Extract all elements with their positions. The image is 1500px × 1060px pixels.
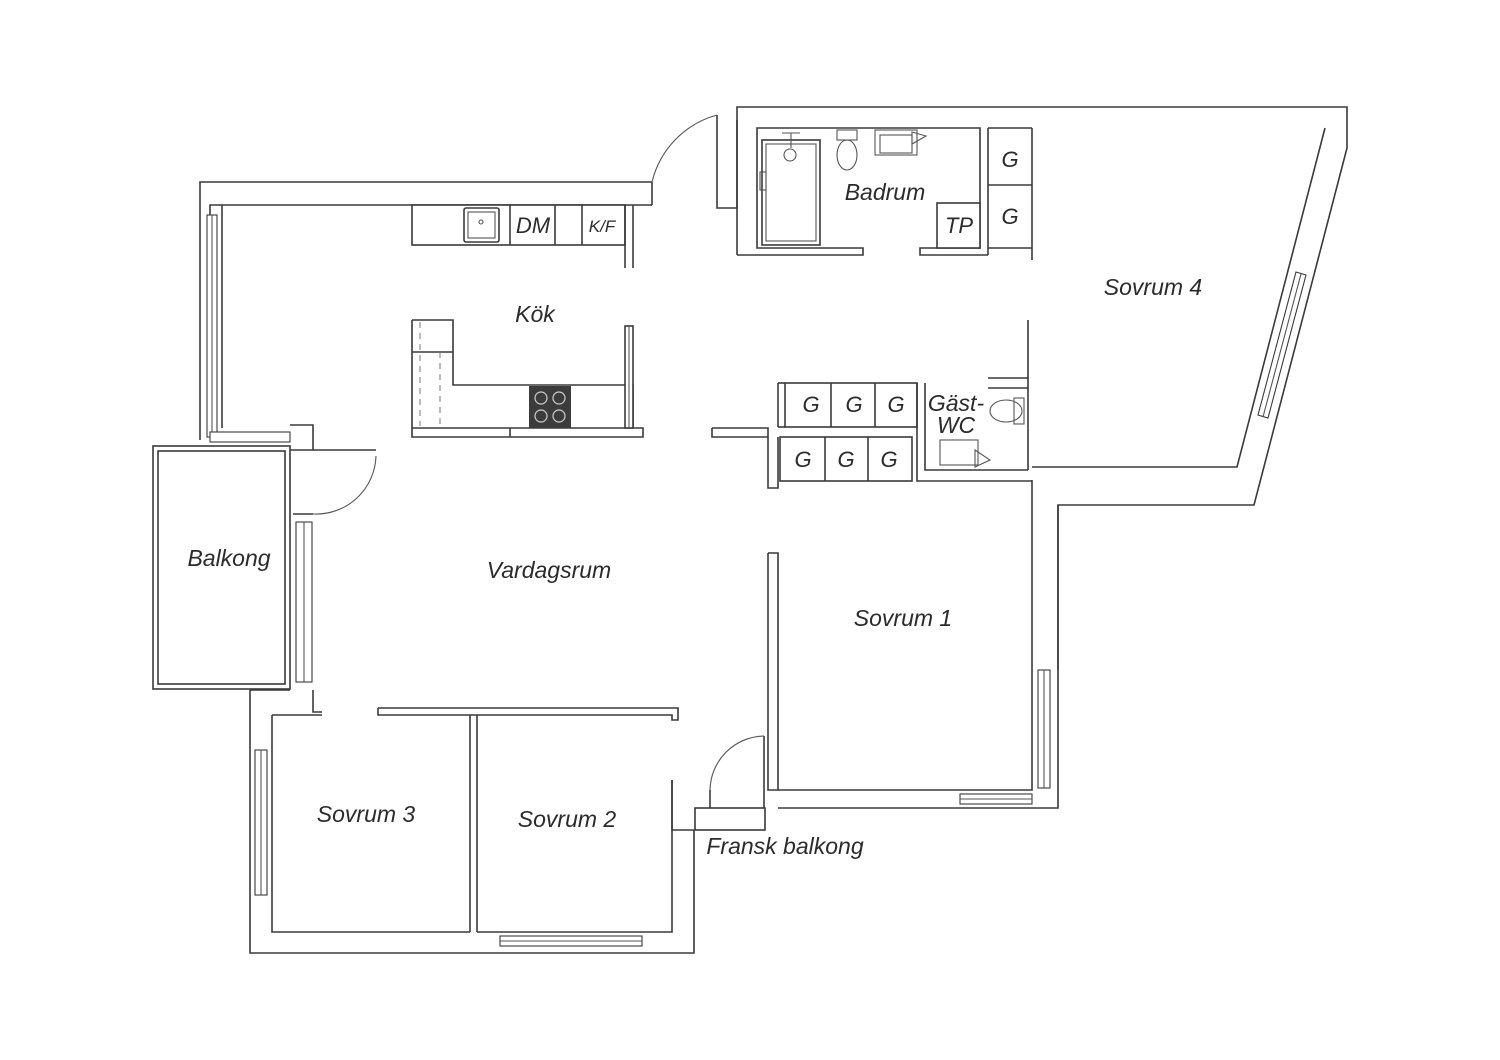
- room-label-vardagsrum: Vardagsrum: [487, 557, 611, 583]
- toilet-icon: [836, 129, 858, 171]
- kitchen-counter: [411, 204, 634, 268]
- guest-wc-walls: [916, 320, 1032, 482]
- room-label-sovrum-2: Sovrum 2: [518, 806, 617, 832]
- sink-icon: [874, 129, 928, 156]
- label-closet: G: [794, 447, 811, 472]
- label-closet: G: [1001, 147, 1018, 172]
- label-closet: G: [802, 392, 819, 417]
- label-closet: G: [845, 392, 862, 417]
- room-labels: Badrum Kök Sovrum 4 Gäst- WC Vardagsrum …: [187, 179, 1202, 859]
- room-label-sovrum-3: Sovrum 3: [317, 801, 416, 827]
- label-closet: G: [887, 392, 904, 417]
- label-closet: G: [880, 447, 897, 472]
- fixture-labels: DM K/F TP G G G G G G G G: [516, 147, 1019, 472]
- balcony: [152, 445, 291, 690]
- shower-icon: [759, 132, 821, 246]
- room-label-badrum: Badrum: [845, 179, 926, 205]
- label-closet: G: [837, 447, 854, 472]
- label-closet: G: [1001, 204, 1018, 229]
- label-fridge-freezer: K/F: [589, 217, 617, 236]
- room-label-balkong: Balkong: [187, 545, 270, 571]
- bathroom-walls: [737, 127, 1033, 260]
- room-label-gast-line2: WC: [937, 412, 976, 438]
- stove-icon: [529, 386, 571, 428]
- room-label-gast-line1: Gäst-: [928, 390, 985, 416]
- label-dishwasher: DM: [516, 213, 551, 238]
- room-label-sovrum-1: Sovrum 1: [854, 605, 952, 631]
- kitchen-island: [411, 319, 644, 438]
- interior-walls: [250, 505, 1059, 932]
- closets: [711, 382, 918, 489]
- label-tp: TP: [945, 213, 973, 238]
- room-label-kok: Kök: [515, 301, 556, 327]
- windows: [206, 214, 1307, 947]
- room-label-fransk-balkong: Fransk balkong: [706, 833, 863, 859]
- room-label-sovrum-4: Sovrum 4: [1104, 274, 1202, 300]
- doors: [290, 114, 766, 831]
